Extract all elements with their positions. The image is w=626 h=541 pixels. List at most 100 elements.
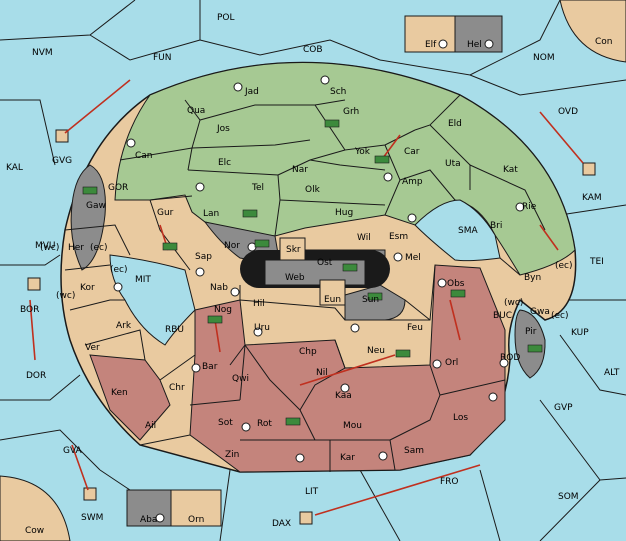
- label-hil: Hil: [253, 299, 265, 309]
- label-mou: Mou: [343, 421, 362, 431]
- label-gvg: GVG: [52, 156, 72, 166]
- coast-ec-gwa: (ec): [551, 311, 569, 321]
- label-lit: LIT: [305, 487, 319, 497]
- label-fro: FRO: [440, 477, 459, 487]
- label-car: Car: [404, 147, 420, 157]
- label-nom: NOM: [533, 53, 555, 63]
- label-rot: Rot: [257, 419, 272, 429]
- sea-labels: POL NVM FUN COB NOM Con KAL OVD GVG GOR …: [6, 13, 620, 536]
- label-orn: Orn: [188, 515, 204, 525]
- label-dor: DOR: [26, 371, 46, 381]
- coast-wc-gwa: (wc): [504, 298, 523, 308]
- label-amp: Amp: [402, 177, 423, 187]
- label-rod: ROD: [500, 353, 520, 363]
- territory-orn[interactable]: [170, 489, 222, 527]
- label-yok: Yok: [354, 147, 371, 157]
- label-feu: Feu: [407, 323, 423, 333]
- label-qua: Qua: [187, 106, 205, 116]
- inner-sea-sma: [414, 199, 501, 262]
- label-gaw: Gaw: [86, 201, 106, 211]
- label-jad: Jad: [244, 87, 259, 97]
- label-swm: SWM: [81, 513, 103, 523]
- green-zone: [114, 62, 576, 276]
- label-dax: DAX: [272, 519, 291, 529]
- interior-borders: [64, 94, 546, 472]
- label-kat: Kat: [503, 165, 518, 175]
- label-orl: Orl: [445, 358, 458, 368]
- label-rie: Rie: [522, 202, 537, 212]
- territory-pir[interactable]: [514, 309, 546, 379]
- label-cow: Cow: [25, 526, 44, 536]
- label-nab: Nab: [210, 283, 228, 293]
- label-pir: Pir: [525, 327, 537, 337]
- label-cob: COB: [303, 45, 323, 55]
- label-sun: Sun: [362, 295, 379, 305]
- label-gur: Gur: [157, 208, 174, 218]
- label-olk: Olk: [305, 185, 321, 195]
- label-ail: Ail: [145, 421, 156, 431]
- territory-eun[interactable]: [319, 279, 346, 306]
- label-gwa: Gwa: [530, 307, 550, 317]
- label-pol: POL: [217, 13, 235, 23]
- label-fun: FUN: [153, 53, 172, 63]
- label-buc: BUC: [493, 311, 512, 321]
- label-hug: Hug: [335, 208, 353, 218]
- label-jos: Jos: [216, 124, 230, 134]
- port-markers: [27, 129, 596, 525]
- label-alt: ALT: [604, 368, 620, 378]
- label-bri: Bri: [490, 221, 502, 231]
- label-los: Los: [453, 413, 468, 423]
- label-lan: Lan: [203, 209, 219, 219]
- label-web: Web: [285, 273, 305, 283]
- label-ken: Ken: [111, 388, 128, 398]
- territory-skr[interactable]: [279, 237, 306, 261]
- label-nvm: NVM: [32, 48, 53, 58]
- label-kam: KAM: [582, 193, 602, 203]
- label-chr: Chr: [169, 383, 185, 393]
- label-gor: GOR: [108, 183, 128, 193]
- label-ark: Ark: [116, 321, 132, 331]
- label-qwi: Qwi: [232, 374, 249, 384]
- label-rbu: RBU: [165, 325, 184, 335]
- label-kar: Kar: [340, 453, 355, 463]
- coast-ec-her: (ec): [90, 243, 108, 253]
- label-wil: Wil: [357, 233, 371, 243]
- territory-labels: Jad Sch Qua Jos Grh Can Yok Eld Car Elc …: [40, 40, 573, 525]
- label-sma: SMA: [458, 226, 478, 236]
- label-nor: Nor: [224, 241, 240, 251]
- label-tei: TEI: [589, 257, 604, 267]
- label-ovd: OVD: [558, 107, 578, 117]
- label-neu: Neu: [367, 346, 385, 356]
- territory-elf[interactable]: [404, 15, 456, 53]
- coast-wc-kor: (wc): [56, 291, 75, 301]
- label-kaa: Kaa: [335, 391, 352, 401]
- label-kor: Kor: [80, 283, 95, 293]
- label-con: Con: [595, 37, 613, 47]
- label-zin: Zin: [225, 450, 239, 460]
- label-mit: MIT: [135, 275, 151, 285]
- label-can: Can: [135, 151, 153, 161]
- label-kal: KAL: [6, 163, 23, 173]
- label-bar: Bar: [202, 362, 218, 372]
- red-zone: [189, 264, 506, 473]
- label-obs: Obs: [447, 279, 465, 289]
- territory-con[interactable]: [559, 0, 626, 63]
- label-ost: Ost: [317, 258, 333, 268]
- label-bor: BOR: [20, 305, 39, 315]
- label-gva: GVA: [63, 446, 83, 456]
- supply-centers: [113, 39, 525, 523]
- label-uta: Uta: [445, 159, 461, 169]
- label-uru: Uru: [254, 323, 270, 333]
- label-ver: Ver: [85, 343, 100, 353]
- label-byn: Byn: [524, 273, 541, 283]
- territory-hel[interactable]: [454, 15, 503, 53]
- coast-wc-her: (wc): [40, 243, 59, 253]
- coast-ec-rie: (ec): [555, 261, 573, 271]
- label-elf: Elf: [425, 40, 437, 50]
- label-esm: Esm: [389, 232, 408, 242]
- label-sch: Sch: [330, 87, 346, 97]
- label-gvp: GVP: [554, 403, 573, 413]
- label-nar: Nar: [292, 165, 308, 175]
